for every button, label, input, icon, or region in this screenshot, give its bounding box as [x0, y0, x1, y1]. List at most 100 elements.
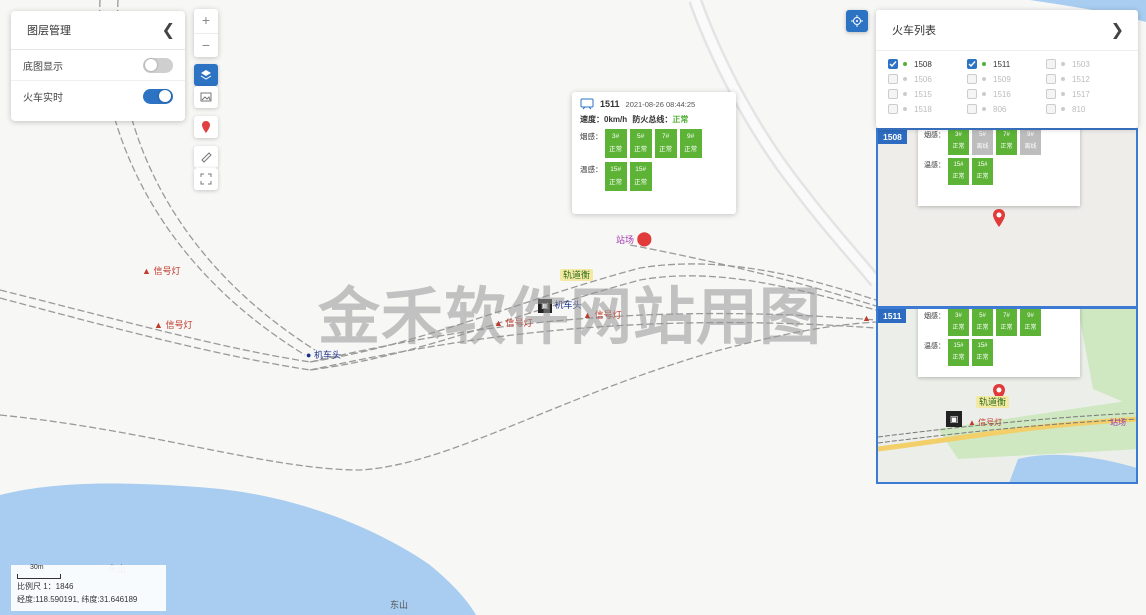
chevron-right-icon[interactable]: ❯: [1110, 22, 1124, 39]
sensor-tile[interactable]: 9#正常: [679, 129, 702, 158]
train-list-item[interactable]: 806: [967, 102, 1046, 116]
train-list-item[interactable]: 1511: [967, 57, 1046, 71]
coordinates: 经度:118.590191, 纬度:31.646189: [17, 595, 138, 604]
train-list-item[interactable]: 1509: [967, 72, 1046, 86]
fullscreen-button[interactable]: [194, 168, 218, 190]
zoom-in-button[interactable]: +: [194, 9, 218, 34]
area-label: 东山: [390, 600, 409, 610]
location-pin-icon: ⬤: [636, 230, 653, 246]
train-list-item[interactable]: 1518: [888, 102, 967, 116]
yard-label[interactable]: 轨道衡: [976, 395, 1010, 408]
train-list-item[interactable]: 1508: [888, 57, 967, 71]
signal-label[interactable]: ▲: [862, 313, 871, 323]
status-dot-icon: [903, 92, 907, 96]
status-dot-icon: [982, 107, 986, 111]
signal-icon: ▲: [583, 310, 592, 320]
temp-sensors: 温感： 15#正常 15#正常: [572, 162, 736, 191]
layers-button[interactable]: [194, 64, 218, 86]
train-info-popup: 1511 2021-08-26 08:44:25 速度：0km/h 防火总线：正…: [572, 92, 736, 214]
status-dot-icon: [982, 62, 986, 66]
status-dot-icon: [1061, 77, 1065, 81]
train-id-label: 1512: [1072, 74, 1090, 84]
sensor-tile[interactable]: 3#正常: [948, 309, 969, 336]
train-realtime-toggle[interactable]: [143, 88, 173, 104]
signal-icon: ▲: [142, 266, 151, 276]
status-dot-icon: [1061, 92, 1065, 96]
sensor-tile[interactable]: 5#正常: [629, 129, 652, 158]
signal-label[interactable]: ▲ 信号灯: [583, 310, 622, 320]
ruler-icon: [201, 152, 212, 163]
locate-button[interactable]: [846, 10, 868, 32]
checkbox-icon[interactable]: [967, 89, 977, 99]
sensor-tile[interactable]: 7#正常: [654, 129, 677, 158]
checkbox-icon[interactable]: [1046, 104, 1056, 114]
zoom-out-button[interactable]: −: [201, 37, 211, 53]
checkbox-icon[interactable]: [888, 89, 898, 99]
train-marker-icon: ▣: [538, 299, 552, 313]
ruler-button[interactable]: [194, 146, 218, 168]
basemap-toggle[interactable]: [143, 57, 173, 73]
signal-label[interactable]: ▲ 信号灯: [968, 418, 1003, 427]
train-list-item[interactable]: 810: [1046, 102, 1125, 116]
sensor-tile[interactable]: 15#正常: [948, 339, 969, 366]
location-pin-icon: [993, 209, 1005, 227]
signal-icon: ▲: [494, 318, 503, 328]
signal-label[interactable]: ▲ 信号灯: [142, 266, 181, 276]
loco-label[interactable]: ● 机车头: [306, 350, 341, 360]
mini-sensor-card: 烟感： 3#正常 5#离线 7#正常 9#离线 温感： 15#正常 15#正常: [918, 130, 1080, 206]
sensor-tile[interactable]: 7#正常: [996, 130, 1017, 155]
checkbox-icon[interactable]: [1046, 59, 1056, 69]
checkbox-icon[interactable]: [888, 104, 898, 114]
sensor-tile[interactable]: 9#离线: [1020, 130, 1041, 155]
image-icon: [200, 92, 212, 102]
train-mini-view-1508[interactable]: 1508 烟感： 3#正常 5#离线 7#正常 9#离线 温感： 15#正常 1…: [876, 128, 1138, 308]
train-list-item[interactable]: 1503: [1046, 57, 1125, 71]
loco-label[interactable]: ▣ 机车头: [538, 298, 582, 313]
sensor-tile[interactable]: 7#正常: [996, 309, 1017, 336]
checkbox-checked-icon[interactable]: [967, 59, 977, 69]
checkbox-icon[interactable]: [967, 104, 977, 114]
station-label[interactable]: 站场 ⬤: [616, 230, 653, 246]
sensor-tile[interactable]: 15#正常: [629, 162, 652, 191]
yard-label[interactable]: 轨道衡: [560, 268, 594, 281]
station-label[interactable]: 站场: [1110, 418, 1126, 427]
checkbox-checked-icon[interactable]: [888, 59, 898, 69]
pin-button[interactable]: [194, 116, 218, 138]
sensor-tile[interactable]: 15#正常: [604, 162, 627, 191]
layer-label: 底图显示: [23, 61, 63, 73]
train-mini-view-1511[interactable]: 1511 烟感： 3#正常 5#正常 7#正常 9#正常 温感： 15#正常 1…: [876, 307, 1138, 484]
sensor-tile[interactable]: 3#正常: [948, 130, 969, 155]
train-marker-icon[interactable]: ▣: [946, 411, 962, 427]
status-dot-icon: [982, 92, 986, 96]
checkbox-icon[interactable]: [1046, 74, 1056, 84]
river-area: [1030, 0, 1146, 22]
train-id-label: 1518: [914, 104, 932, 114]
sensor-tile[interactable]: 3#正常: [604, 129, 627, 158]
pin-icon: [202, 121, 210, 133]
sensor-tile[interactable]: 15#正常: [972, 158, 993, 185]
train-list-item[interactable]: 1512: [1046, 72, 1125, 86]
sensor-tile[interactable]: 5#离线: [972, 130, 993, 155]
scale-ratio: 比例尺 1：1846: [17, 582, 74, 591]
scale-bar: 30m: [17, 564, 160, 579]
sensor-tile[interactable]: 5#正常: [972, 309, 993, 336]
train-list-item[interactable]: 1506: [888, 72, 967, 86]
signal-label[interactable]: ▲ 信号灯: [154, 320, 193, 330]
chevron-left-icon[interactable]: ❮: [161, 22, 175, 39]
sensor-tile[interactable]: 15#正常: [972, 339, 993, 366]
layer-row-train-realtime: 火车实时: [11, 81, 185, 111]
scale-info: 30m 比例尺 1：1846 经度:118.590191, 纬度:31.6461…: [11, 564, 166, 611]
signal-label[interactable]: ▲ 信号灯: [494, 318, 533, 328]
train-list-item[interactable]: 1516: [967, 87, 1046, 101]
checkbox-icon[interactable]: [888, 74, 898, 84]
train-list-item[interactable]: 1515: [888, 87, 967, 101]
fullscreen-icon: [200, 173, 212, 185]
sensor-tile[interactable]: 15#正常: [948, 158, 969, 185]
train-list-item[interactable]: 1517: [1046, 87, 1125, 101]
sensor-tile[interactable]: 9#正常: [1020, 309, 1041, 336]
image-button[interactable]: [194, 86, 218, 108]
checkbox-icon[interactable]: [1046, 89, 1056, 99]
train-id-label: 1517: [1072, 89, 1090, 99]
checkbox-icon[interactable]: [967, 74, 977, 84]
